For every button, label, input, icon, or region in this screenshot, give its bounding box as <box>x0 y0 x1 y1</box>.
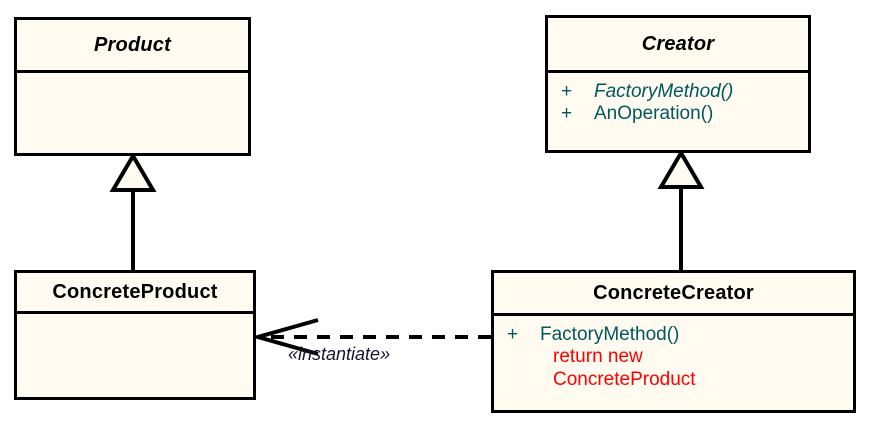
class-box-concreteproduct[interactable]: ConcreteProduct <box>14 270 256 400</box>
dependency-instantiate <box>250 318 491 356</box>
dependency-stereotype-label: «instantiate» <box>288 344 391 364</box>
class-title-concretecreator: ConcreteCreator <box>593 281 754 304</box>
member-row: + FactoryMethod() <box>548 81 808 103</box>
member-name: FactoryMethod() <box>540 324 680 345</box>
dependency-open-arrowhead <box>250 318 319 356</box>
member-row: + FactoryMethod() <box>494 324 853 346</box>
generalization-concretecreator-to-creator <box>657 149 705 270</box>
generalization-triangle-left <box>109 152 157 192</box>
generalization-concreteproduct-to-product <box>109 152 157 270</box>
class-title-concreteproduct: ConcreteProduct <box>52 280 218 303</box>
member-visibility: + <box>507 324 519 345</box>
class-members-compartment-concreteproduct <box>17 314 253 397</box>
class-title-creator: Creator <box>641 32 715 55</box>
class-members-compartment-concretecreator: + FactoryMethod() return new ConcretePro… <box>494 316 853 410</box>
method-body-line: ConcreteProduct <box>553 368 696 390</box>
class-name-compartment-concretecreator: ConcreteCreator <box>494 273 853 316</box>
generalization-triangle-right <box>657 149 705 189</box>
member-row: + AnOperation() <box>548 103 808 125</box>
class-box-product[interactable]: Product <box>14 17 251 156</box>
class-name-compartment-concreteproduct: ConcreteProduct <box>17 273 253 314</box>
member-visibility: + <box>561 103 573 125</box>
member-visibility: + <box>561 81 573 102</box>
class-title-product: Product <box>94 33 171 56</box>
method-body-line: return new <box>553 346 643 368</box>
class-box-concretecreator[interactable]: ConcreteCreator + FactoryMethod() return… <box>491 270 856 413</box>
class-name-compartment-creator: Creator <box>548 18 808 73</box>
member-name: AnOperation() <box>594 103 714 125</box>
class-members-compartment-product <box>17 73 248 153</box>
class-name-compartment-product: Product <box>17 20 248 73</box>
class-members-compartment-creator: + FactoryMethod() + AnOperation() <box>548 73 808 150</box>
class-box-creator[interactable]: Creator + FactoryMethod() + AnOperation(… <box>545 15 811 153</box>
member-name: FactoryMethod() <box>594 81 734 102</box>
